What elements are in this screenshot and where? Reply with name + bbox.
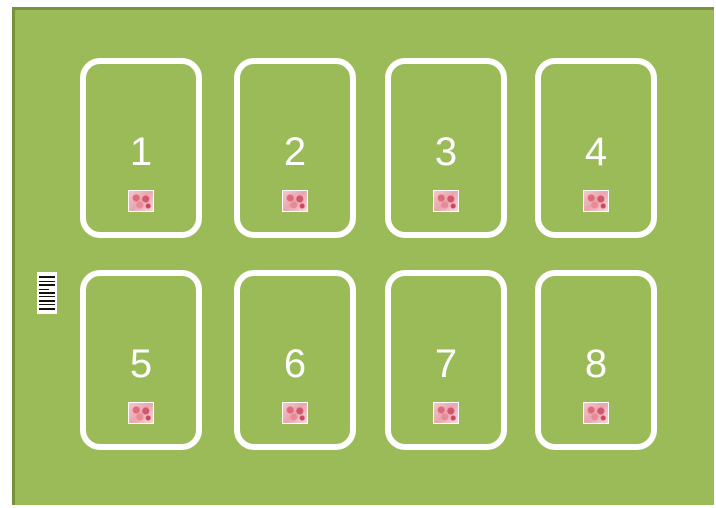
card-8[interactable]: 8 bbox=[535, 270, 657, 450]
floral-thumbnail-icon bbox=[282, 190, 308, 212]
floral-thumbnail-icon bbox=[128, 402, 154, 424]
card-1[interactable]: 1 bbox=[80, 58, 202, 238]
card-number: 1 bbox=[86, 130, 196, 174]
card-7[interactable]: 7 bbox=[385, 270, 507, 450]
floral-thumbnail-icon bbox=[433, 190, 459, 212]
card-4[interactable]: 4 bbox=[535, 58, 657, 238]
floral-thumbnail-icon bbox=[128, 190, 154, 212]
floral-thumbnail-icon bbox=[433, 402, 459, 424]
card-number: 6 bbox=[240, 342, 350, 386]
card-5[interactable]: 5 bbox=[80, 270, 202, 450]
floral-thumbnail-icon bbox=[282, 402, 308, 424]
card-2[interactable]: 2 bbox=[234, 58, 356, 238]
barcode-icon bbox=[37, 272, 57, 314]
floral-thumbnail-icon bbox=[583, 190, 609, 212]
card-3[interactable]: 3 bbox=[385, 58, 507, 238]
card-number: 8 bbox=[541, 342, 651, 386]
floral-thumbnail-icon bbox=[583, 402, 609, 424]
card-number: 5 bbox=[86, 342, 196, 386]
card-6[interactable]: 6 bbox=[234, 270, 356, 450]
card-number: 7 bbox=[391, 342, 501, 386]
card-number: 4 bbox=[541, 130, 651, 174]
card-number: 2 bbox=[240, 130, 350, 174]
card-number: 3 bbox=[391, 130, 501, 174]
